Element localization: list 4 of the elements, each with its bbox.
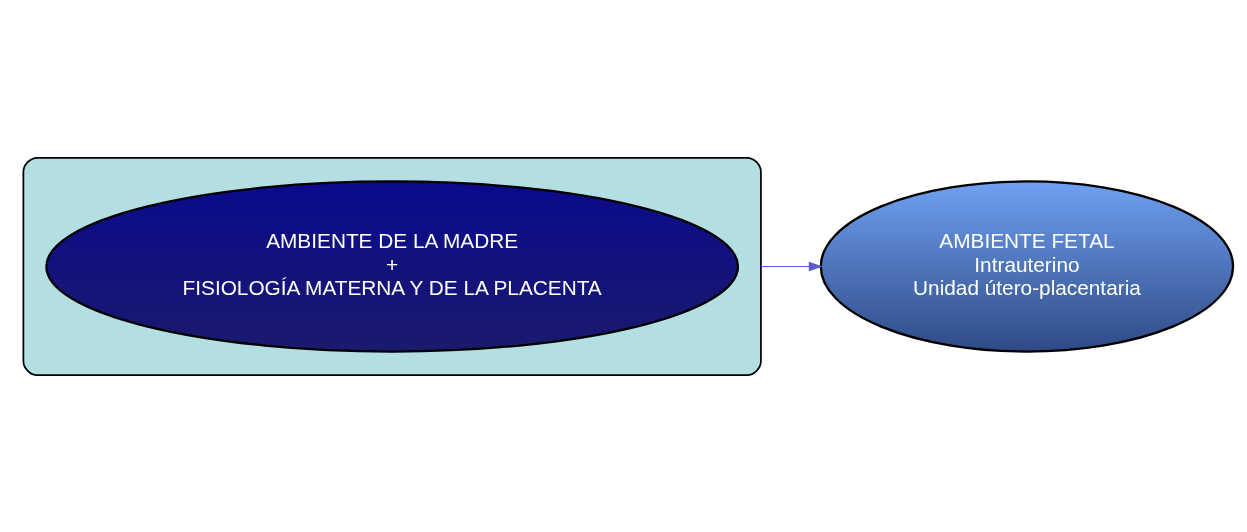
node-ellipse: AMBIENTE FETAL Intrauterino Unidad útero-placentaria <box>819 179 1235 353</box>
node-ellipse: AMBIENTE DE LA MADRE + FISIOLOGÍA MATERNA Y DE LA PLACENTA <box>45 179 740 353</box>
arrow <box>760 261 823 271</box>
cluster <box>22 156 762 376</box>
